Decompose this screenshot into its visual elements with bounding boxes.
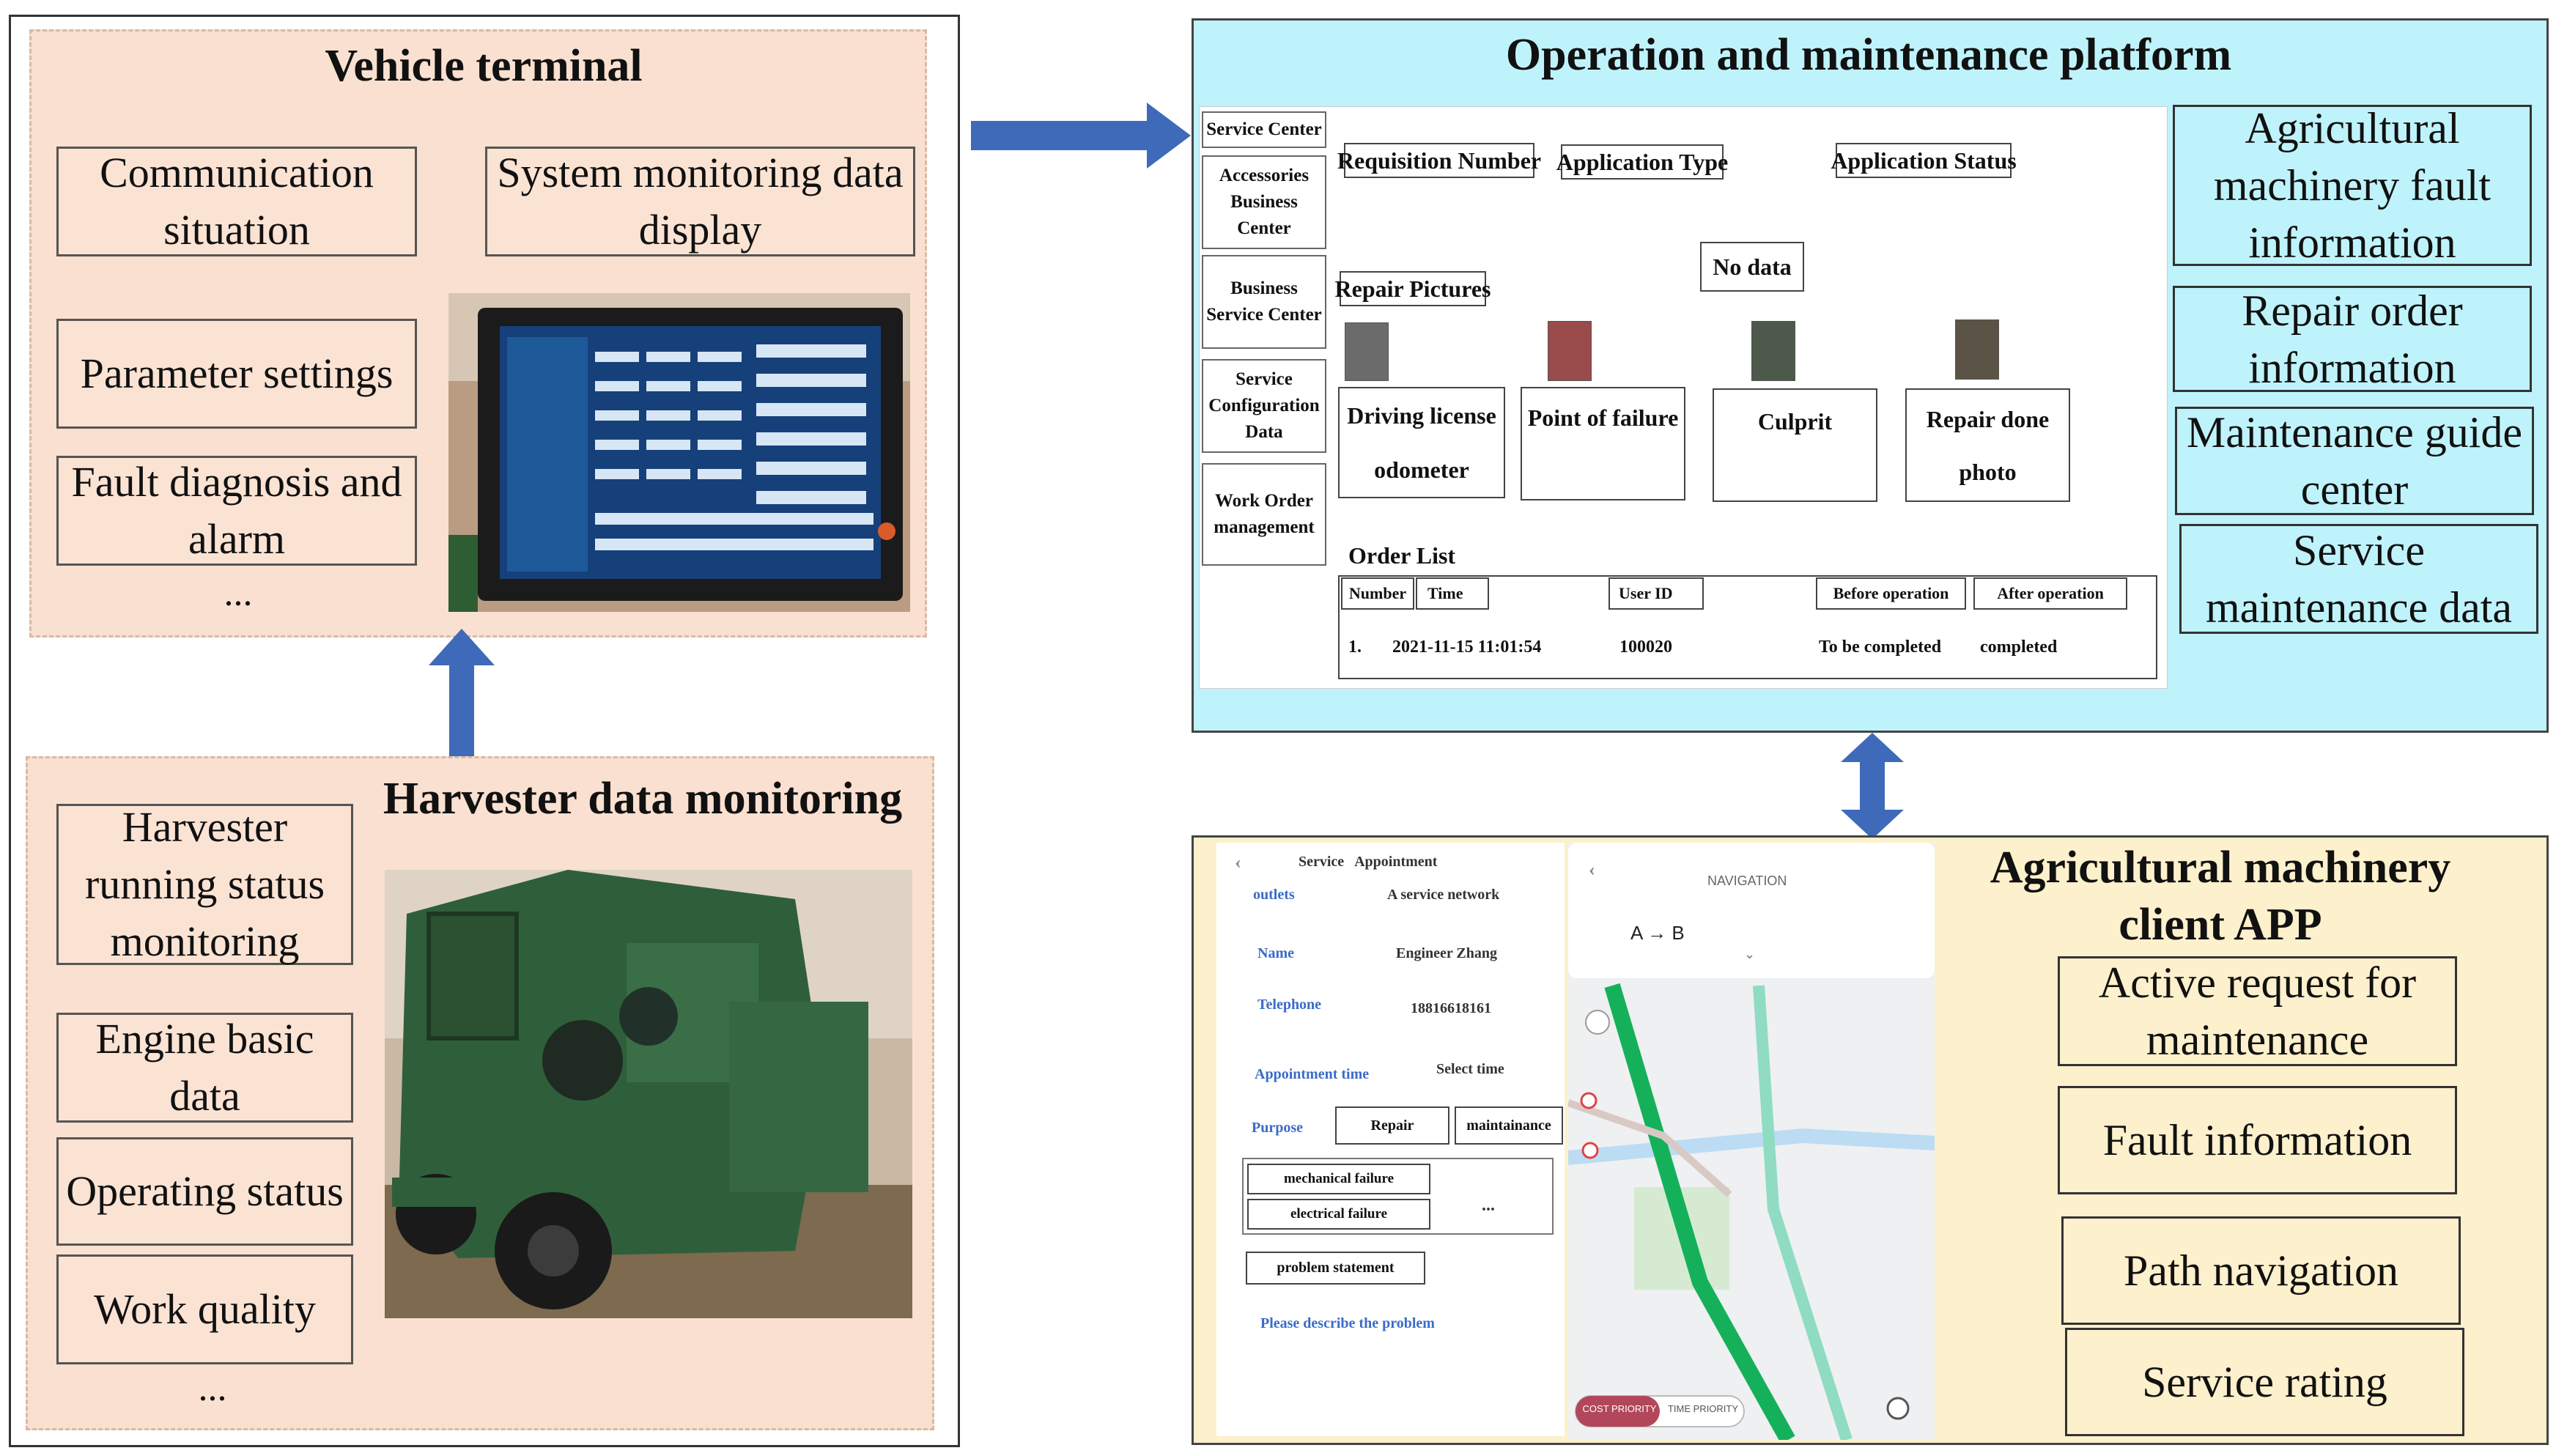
form-header: Service Appointment	[1299, 854, 1438, 870]
sidebar-business-service-center[interactable]: Business Service Center	[1202, 255, 1326, 349]
application-type-header: Application Type	[1556, 144, 1728, 180]
active-request-box: Active request for maintenance	[2058, 956, 2457, 1066]
telephone-label: Telephone	[1257, 997, 1322, 1013]
col-number: Number	[1341, 577, 1414, 610]
platform-title: Operation and maintenance platform	[1505, 30, 2232, 80]
work-quality-box: Work quality	[56, 1254, 353, 1364]
purpose-label: Purpose	[1252, 1120, 1303, 1136]
row-before: To be completed	[1819, 638, 1942, 657]
telephone-value[interactable]: 18816618161	[1411, 1000, 1491, 1016]
path-navigation-box: Path navigation	[2061, 1216, 2461, 1325]
vehicle-terminal-title: Vehicle terminal	[325, 41, 643, 91]
appointment-time-label: Appointment time	[1255, 1066, 1370, 1082]
operating-status-box: Operating status	[56, 1137, 353, 1246]
service-rating-box: Service rating	[2065, 1328, 2464, 1436]
no-data-label: No data	[1700, 242, 1804, 292]
cost-priority-button[interactable]: COST PRIORITY	[1582, 1403, 1657, 1414]
parameter-settings-box: Parameter settings	[56, 319, 417, 429]
name-value[interactable]: Engineer Zhang	[1396, 945, 1497, 961]
name-label: Name	[1257, 945, 1294, 961]
app-title: Agricultural machinery client APP	[1990, 843, 2451, 950]
nav-route: A → B	[1630, 922, 1685, 944]
thumb-culprit	[1751, 321, 1795, 381]
col-time: Time	[1416, 577, 1489, 610]
engine-basic-data-box: Engine basic data	[56, 1013, 353, 1123]
col-user-id: User ID	[1608, 577, 1704, 610]
time-priority-button[interactable]: TIME PRIORITY	[1667, 1403, 1739, 1414]
outlets-label: outlets	[1253, 887, 1295, 903]
nav-expand-icon[interactable]: ⌄	[1744, 947, 1756, 962]
thumb-odometer	[1345, 322, 1389, 381]
thumb-repair-done	[1955, 319, 1999, 380]
nav-header: NAVIGATION	[1707, 873, 1787, 888]
repair-done-photo-label: Repair done photo	[1905, 388, 2070, 502]
communication-situation-box: Communication situation	[56, 147, 417, 256]
requisition-number-header: Requisition Number	[1337, 143, 1541, 178]
system-monitoring-box: System monitoring data display	[485, 147, 915, 256]
col-before-operation: Before operation	[1816, 577, 1966, 610]
fault-information-box: Agricultural machinery fault information	[2173, 104, 2532, 267]
application-status-header: Application Status	[1831, 143, 2017, 178]
col-after-operation: After operation	[1973, 577, 2127, 610]
driving-license-odometer-label: Driving license odometer	[1338, 387, 1505, 498]
sidebar-work-order-management[interactable]: Work Order management	[1202, 463, 1326, 566]
purpose-maintainance-option[interactable]: maintainance	[1455, 1106, 1563, 1145]
harvester-running-status-box: Harvester running status monitoring	[56, 803, 353, 965]
maintenance-guide-box: Maintenance guide center	[2175, 407, 2534, 515]
service-maintenance-data-box: Service maintenance data	[2179, 524, 2538, 634]
repair-pictures-label: Repair Pictures	[1335, 271, 1491, 306]
row-time: 2021-11-15 11:01:54	[1392, 638, 1542, 657]
sidebar-accessories-business-center[interactable]: Accessories Business Center	[1202, 155, 1326, 249]
row-user-id: 100020	[1619, 638, 1672, 657]
mechanical-failure-option[interactable]: mechanical failure	[1247, 1164, 1430, 1194]
point-of-failure-label: Point of failure	[1521, 387, 1685, 500]
appointment-time-value[interactable]: Select time	[1436, 1061, 1504, 1077]
harvester-photo	[385, 870, 912, 1318]
double-arrow	[1841, 733, 1904, 839]
right-arrow	[971, 103, 1191, 169]
fault-information-app-box: Fault information	[2058, 1086, 2457, 1194]
fault-diagnosis-box: Fault diagnosis and alarm	[56, 456, 417, 566]
form-back-icon[interactable]: ‹	[1235, 851, 1241, 873]
nav-back-icon[interactable]: ‹	[1589, 859, 1595, 880]
problem-statement-label: problem statement	[1246, 1252, 1425, 1285]
navigation-map[interactable]	[1568, 843, 1935, 1440]
purpose-repair-option[interactable]: Repair	[1335, 1106, 1449, 1145]
row-number: 1.	[1348, 638, 1362, 657]
harvester-monitoring-title: Harvester data monitoring	[383, 774, 903, 824]
failure-more: ...	[1482, 1196, 1495, 1215]
vehicle-terminal-ellipsis: ...	[224, 572, 253, 614]
thumb-failure-point	[1548, 321, 1592, 381]
harvester-monitoring-ellipsis: ...	[198, 1367, 227, 1409]
problem-description-input[interactable]: Please describe the problem	[1260, 1315, 1435, 1331]
repair-order-box: Repair order information	[2173, 286, 2532, 392]
order-list-title: Order List	[1348, 542, 1456, 569]
outlets-value[interactable]: A service network	[1387, 887, 1500, 903]
up-arrow	[429, 629, 495, 761]
sidebar-service-center[interactable]: Service Center	[1202, 111, 1326, 148]
sidebar-service-configuration-data[interactable]: Service Configuration Data	[1202, 359, 1326, 453]
terminal-screen-photo	[448, 293, 910, 612]
electrical-failure-option[interactable]: electrical failure	[1247, 1199, 1430, 1230]
failure-options-box	[1242, 1158, 1554, 1235]
culprit-label: Culprit	[1713, 388, 1877, 502]
row-after: completed	[1980, 638, 2058, 657]
